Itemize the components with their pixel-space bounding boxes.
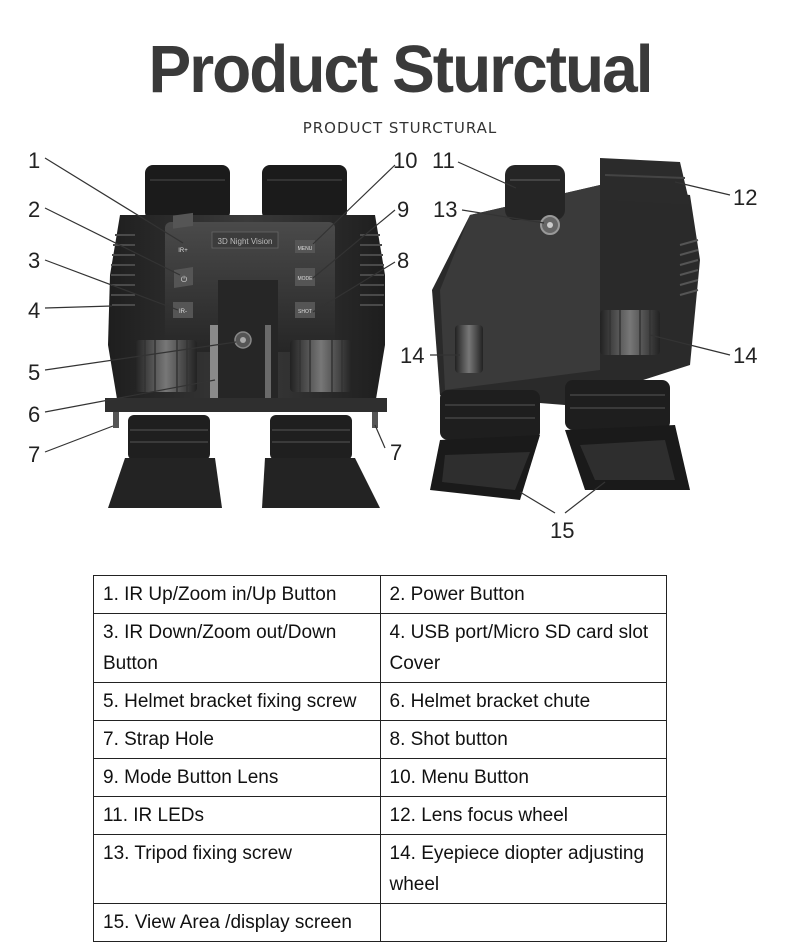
view-area-right [580,440,675,480]
callout-5: 5 [28,360,40,385]
table-cell: 9. Mode Button Lens [93,758,381,797]
callout-2: 2 [28,197,40,222]
front-diopter-wheel-left [455,325,483,373]
callout-4: 4 [28,298,40,323]
view-area-left [442,452,530,490]
table-row: 15. View Area /display screen [93,903,667,942]
table-cell: 10. Menu Button [379,758,667,797]
table-cell: 12. Lens focus wheel [379,796,667,835]
callout-1: 1 [28,148,40,173]
power-button[interactable]: ⏻ [174,267,193,288]
svg-text:⏻: ⏻ [181,275,188,284]
svg-text:SHOT: SHOT [298,309,312,315]
binocular-back-view: 3D Night Vision IR+ ⏻ IR- MENU MODE SHOT [105,165,387,508]
shot-button[interactable]: SHOT [295,302,315,318]
callout-numbers: 1 2 3 4 5 6 7 7 8 9 10 11 12 13 14 14 15 [28,148,757,543]
table-cell: 2. Power Button [379,575,667,614]
table-row: 11. IR LEDs 12. Lens focus wheel [93,796,667,835]
ir-down-button[interactable]: IR- [173,302,193,318]
callout-13: 13 [433,197,457,222]
screen-label: 3D Night Vision [218,237,273,246]
table-row: 1. IR Up/Zoom in/Up Button 2. Power Butt… [93,575,667,614]
eyecup-right [262,458,380,508]
table-cell: 8. Shot button [379,720,667,759]
eyecup-left [108,458,222,508]
lens-focus-wheel [600,158,690,205]
svg-text:IR-: IR- [179,309,187,315]
ir-led-housing [505,165,565,220]
table-row: 9. Mode Button Lens 10. Menu Button [93,758,667,797]
ir-up-button[interactable]: IR+ [173,212,193,254]
page-title: Product Sturctual [148,31,654,107]
callout-15: 15 [550,518,574,543]
table-cell: 6. Helmet bracket chute [379,682,667,721]
strap-hole-right [372,412,378,428]
svg-text:IR+: IR+ [178,248,188,254]
table-cell: 4. USB port/Micro SD card slot Cover [379,613,667,683]
table-cell: 14. Eyepiece diopter adjusting wheel [379,834,667,904]
diopter-wheel-right [290,340,352,392]
callout-10: 10 [393,148,417,173]
binocular-front-view [430,158,700,500]
page-subtitle: PRODUCT STURCTURAL [302,119,498,137]
table-row: 7. Strap Hole 8. Shot button [93,720,667,759]
callout-12: 12 [733,185,757,210]
table-cell: 11. IR LEDs [93,796,381,835]
table-row: 5. Helmet bracket fixing screw 6. Helmet… [93,682,667,721]
callout-14-right: 14 [733,343,757,368]
table-cell: 13. Tripod fixing screw [93,834,381,904]
leader-lines [44,157,731,514]
table-row: 3. IR Down/Zoom out/Down Button 4. USB p… [93,613,667,683]
svg-text:MENU: MENU [298,246,313,252]
svg-text:MODE: MODE [298,276,314,282]
menu-button[interactable]: MENU [295,240,315,253]
callout-7-left: 7 [28,442,40,467]
callout-8: 8 [397,248,409,273]
diopter-wheel-left [135,340,197,392]
callout-6: 6 [28,402,40,427]
strap-hole-left [113,412,119,428]
parts-table: 1. IR Up/Zoom in/Up Button 2. Power Butt… [93,575,667,942]
front-diopter-wheel-right [600,310,660,355]
callout-9: 9 [397,197,409,222]
objective-lens-right [262,165,347,220]
callout-14-left: 14 [400,343,424,368]
table-cell: 15. View Area /display screen [93,903,381,942]
callout-11: 11 [432,148,455,173]
table-cell: 1. IR Up/Zoom in/Up Button [93,575,381,614]
callout-7-right: 7 [390,440,402,465]
product-diagram: 3D Night Vision IR+ ⏻ IR- MENU MODE SHOT [28,148,757,543]
table-cell: 7. Strap Hole [93,720,381,759]
callout-3: 3 [28,248,40,273]
mode-button[interactable]: MODE [295,268,315,286]
table-cell: 3. IR Down/Zoom out/Down Button [93,613,381,683]
table-cell: 5. Helmet bracket fixing screw [93,682,381,721]
objective-lens-left [145,165,230,220]
table-cell [379,903,667,942]
table-row: 13. Tripod fixing screw 14. Eyepiece dio… [93,834,667,904]
